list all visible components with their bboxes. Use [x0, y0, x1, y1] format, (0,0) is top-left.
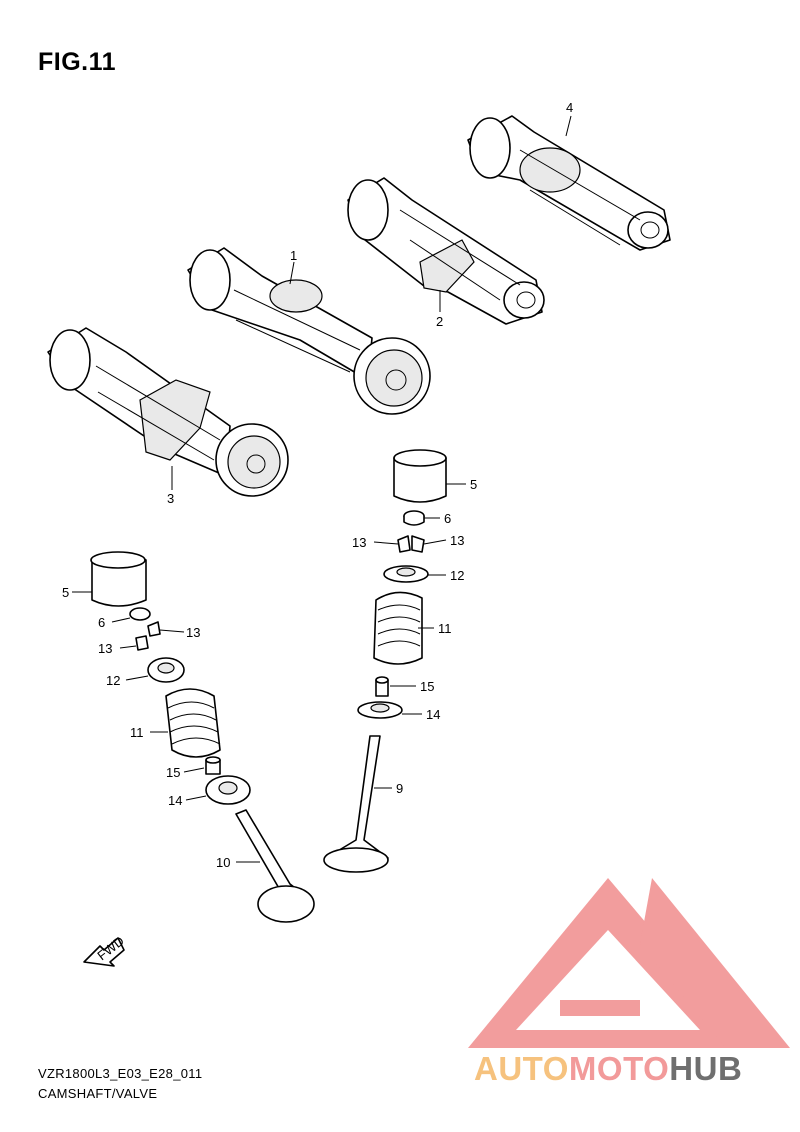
callout-4: 4	[566, 100, 573, 115]
callout-10: 10	[216, 855, 230, 870]
valve-9[interactable]	[323, 735, 389, 873]
shim-6-left[interactable]	[129, 607, 151, 621]
camshaft-4[interactable]	[467, 115, 671, 251]
watermark-moto: MOTO	[568, 1050, 670, 1087]
spring-11-right[interactable]	[373, 591, 423, 665]
figure-title: FIG.11	[38, 48, 117, 76]
retainer-12-left[interactable]	[147, 657, 185, 683]
callout-2: 2	[436, 314, 443, 329]
callout-3: 3	[167, 491, 174, 506]
camshaft-1[interactable]	[187, 247, 431, 415]
shim-6-right[interactable]	[403, 510, 425, 526]
tappet-5-right[interactable]	[393, 449, 447, 503]
watermark-auto: AUTO	[474, 1050, 569, 1087]
callout-14-right: 14	[426, 707, 440, 722]
callout-5-right: 5	[470, 477, 477, 492]
callout-14-left: 14	[168, 793, 182, 808]
seal-15-left[interactable]	[205, 756, 221, 775]
camshaft-3[interactable]	[47, 327, 289, 497]
watermark-brand: AUTOMOTOHUB	[474, 1050, 742, 1088]
callout-6-left: 6	[98, 615, 105, 630]
fwd-arrow-icon: FWD	[83, 933, 127, 967]
callout-13-right-b: 13	[450, 533, 464, 548]
callout-12-right: 12	[450, 568, 464, 583]
callout-13-right-a: 13	[352, 535, 366, 550]
callout-11-left: 11	[130, 725, 144, 740]
watermark-logo	[468, 878, 790, 1048]
cotter-13-left[interactable]	[135, 621, 161, 651]
callout-1: 1	[290, 248, 297, 263]
callout-13-left-a: 13	[186, 625, 200, 640]
camshaft-2[interactable]	[347, 177, 545, 325]
seat-14-right[interactable]	[357, 701, 403, 719]
cotter-13-right[interactable]	[397, 535, 425, 553]
seal-15-right[interactable]	[375, 676, 389, 697]
figure-caption: CAMSHAFT/VALVE	[38, 1086, 158, 1101]
callout-15-right: 15	[420, 679, 434, 694]
callout-5-left: 5	[62, 585, 69, 600]
callout-labels: 4 1 2 3 5 6 13 13 12 11 15 14 9 5 6 13 1…	[62, 100, 573, 870]
tappet-5-left[interactable]	[90, 551, 147, 607]
callout-15-left: 15	[166, 765, 180, 780]
watermark-hub: HUB	[669, 1050, 743, 1087]
callout-6-right: 6	[444, 511, 451, 526]
spring-11-left[interactable]	[165, 688, 221, 758]
callout-11-right: 11	[438, 621, 452, 636]
valve-10[interactable]	[235, 809, 315, 923]
leader-lines	[72, 115, 572, 863]
callout-9: 9	[396, 781, 403, 796]
callout-13-left-b: 13	[98, 641, 112, 656]
model-code: VZR1800L3_E03_E28_011	[38, 1066, 203, 1081]
callout-12-left: 12	[106, 673, 120, 688]
seat-14-left[interactable]	[205, 775, 251, 805]
retainer-12-right[interactable]	[383, 565, 429, 583]
